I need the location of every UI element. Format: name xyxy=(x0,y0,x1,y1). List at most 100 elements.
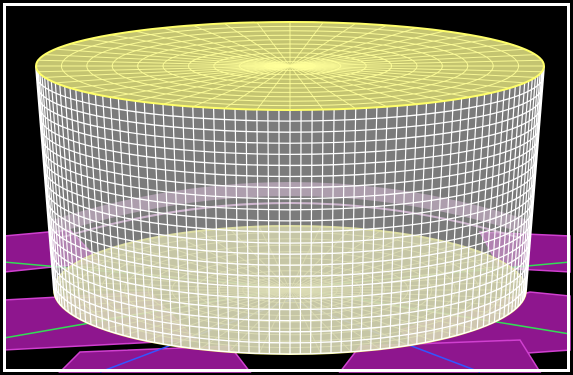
top-cap-spoke xyxy=(38,59,291,67)
wall-division xyxy=(267,109,271,354)
wall-division xyxy=(152,103,164,345)
wall-division xyxy=(278,109,281,354)
top-cap-spoke xyxy=(192,24,291,67)
wall-division xyxy=(493,87,511,323)
top-cap-spoke xyxy=(135,30,291,67)
wall-division xyxy=(75,89,92,325)
top-cap-spoke xyxy=(256,65,291,110)
wall-division xyxy=(370,107,378,351)
wall-division xyxy=(340,108,346,353)
top-cap-spoke xyxy=(289,23,357,67)
wall-left-edge xyxy=(35,65,55,291)
wall-division xyxy=(143,102,156,343)
wall-division xyxy=(498,86,516,320)
wall-division xyxy=(360,107,367,352)
top-cap-spoke xyxy=(289,65,418,105)
top-cap-spoke xyxy=(135,65,291,102)
wall-division xyxy=(117,98,132,338)
wall-division xyxy=(503,84,521,318)
wall-division xyxy=(213,107,220,352)
wall-division xyxy=(126,99,139,340)
top-cap-spoke xyxy=(44,54,291,67)
top-cap-spoke xyxy=(289,43,511,67)
wall-division xyxy=(37,71,57,299)
wall-division xyxy=(389,105,398,349)
top-cap-spoke xyxy=(289,48,525,67)
wall-division xyxy=(64,86,82,320)
wall-division xyxy=(448,98,463,338)
top-cap-spoke xyxy=(44,65,291,78)
top-cap-spoke xyxy=(289,65,324,110)
wall-division xyxy=(192,106,201,350)
wall-division xyxy=(223,108,230,352)
top-cap-spoke xyxy=(289,54,536,67)
top-cap-spoke xyxy=(289,27,418,67)
wall-division xyxy=(398,105,408,347)
wall-division xyxy=(456,97,471,336)
top-cap-spoke xyxy=(289,22,324,67)
wall-division xyxy=(416,103,428,345)
wall-division xyxy=(482,91,499,327)
top-cap-spoke xyxy=(289,38,492,67)
wall-division xyxy=(320,109,324,354)
wall-division xyxy=(109,97,124,336)
top-cap-spoke xyxy=(289,65,445,102)
top-cap-spoke xyxy=(162,27,291,67)
top-cap-mesh xyxy=(35,21,545,111)
top-cap-spoke xyxy=(289,65,388,108)
wall-division xyxy=(424,102,437,343)
wall-right-edge xyxy=(525,65,545,291)
wall-division xyxy=(39,73,59,302)
top-cap-spoke xyxy=(289,30,445,67)
wall-division xyxy=(309,109,313,354)
top-cap-spoke xyxy=(289,24,388,67)
wall-division xyxy=(511,81,530,312)
wall-division xyxy=(256,109,260,354)
wall-division xyxy=(350,108,357,352)
top-cap-spoke xyxy=(289,59,542,67)
viewport-frame xyxy=(3,3,570,372)
top-cap-spoke xyxy=(223,23,291,67)
top-cap-spoke xyxy=(289,65,525,84)
wall-division xyxy=(330,109,335,354)
wall-division xyxy=(519,75,539,304)
wall-division xyxy=(134,100,147,341)
wall-division xyxy=(234,108,240,353)
top-cap-spoke xyxy=(38,65,291,73)
wall-division xyxy=(514,79,533,310)
top-cap-spoke xyxy=(289,65,511,89)
wall-division xyxy=(94,94,110,332)
cylinder-wall-mesh xyxy=(35,65,545,355)
top-cap-spoke xyxy=(162,65,291,105)
wall-division xyxy=(463,95,478,334)
top-cap-spoke xyxy=(289,65,470,98)
wall-division xyxy=(407,104,418,346)
top-cap-spoke xyxy=(55,48,291,67)
top-cap-spoke xyxy=(289,65,542,73)
wall-division xyxy=(69,87,87,323)
wall-division xyxy=(202,107,210,351)
wall-division xyxy=(470,94,486,332)
wall-division xyxy=(41,75,61,304)
top-cap-spoke xyxy=(88,38,291,67)
top-cap-spoke xyxy=(69,43,291,67)
top-cap-spoke xyxy=(256,22,291,67)
wall-division xyxy=(81,91,98,327)
wall-division xyxy=(172,105,182,347)
top-cap-spoke xyxy=(192,65,291,108)
wall-division xyxy=(44,77,63,307)
wall-division xyxy=(523,71,543,299)
wall-division xyxy=(245,109,250,354)
wall-division xyxy=(441,99,454,340)
wall-division xyxy=(488,89,505,325)
top-cap-spoke xyxy=(110,34,291,67)
wall-division xyxy=(476,92,493,329)
top-cap-spoke xyxy=(289,65,536,78)
wall-division xyxy=(54,82,73,315)
wall-division xyxy=(87,92,104,329)
top-cap-rim xyxy=(35,21,545,111)
wall-division xyxy=(182,105,191,349)
top-cap-spoke xyxy=(289,65,492,94)
